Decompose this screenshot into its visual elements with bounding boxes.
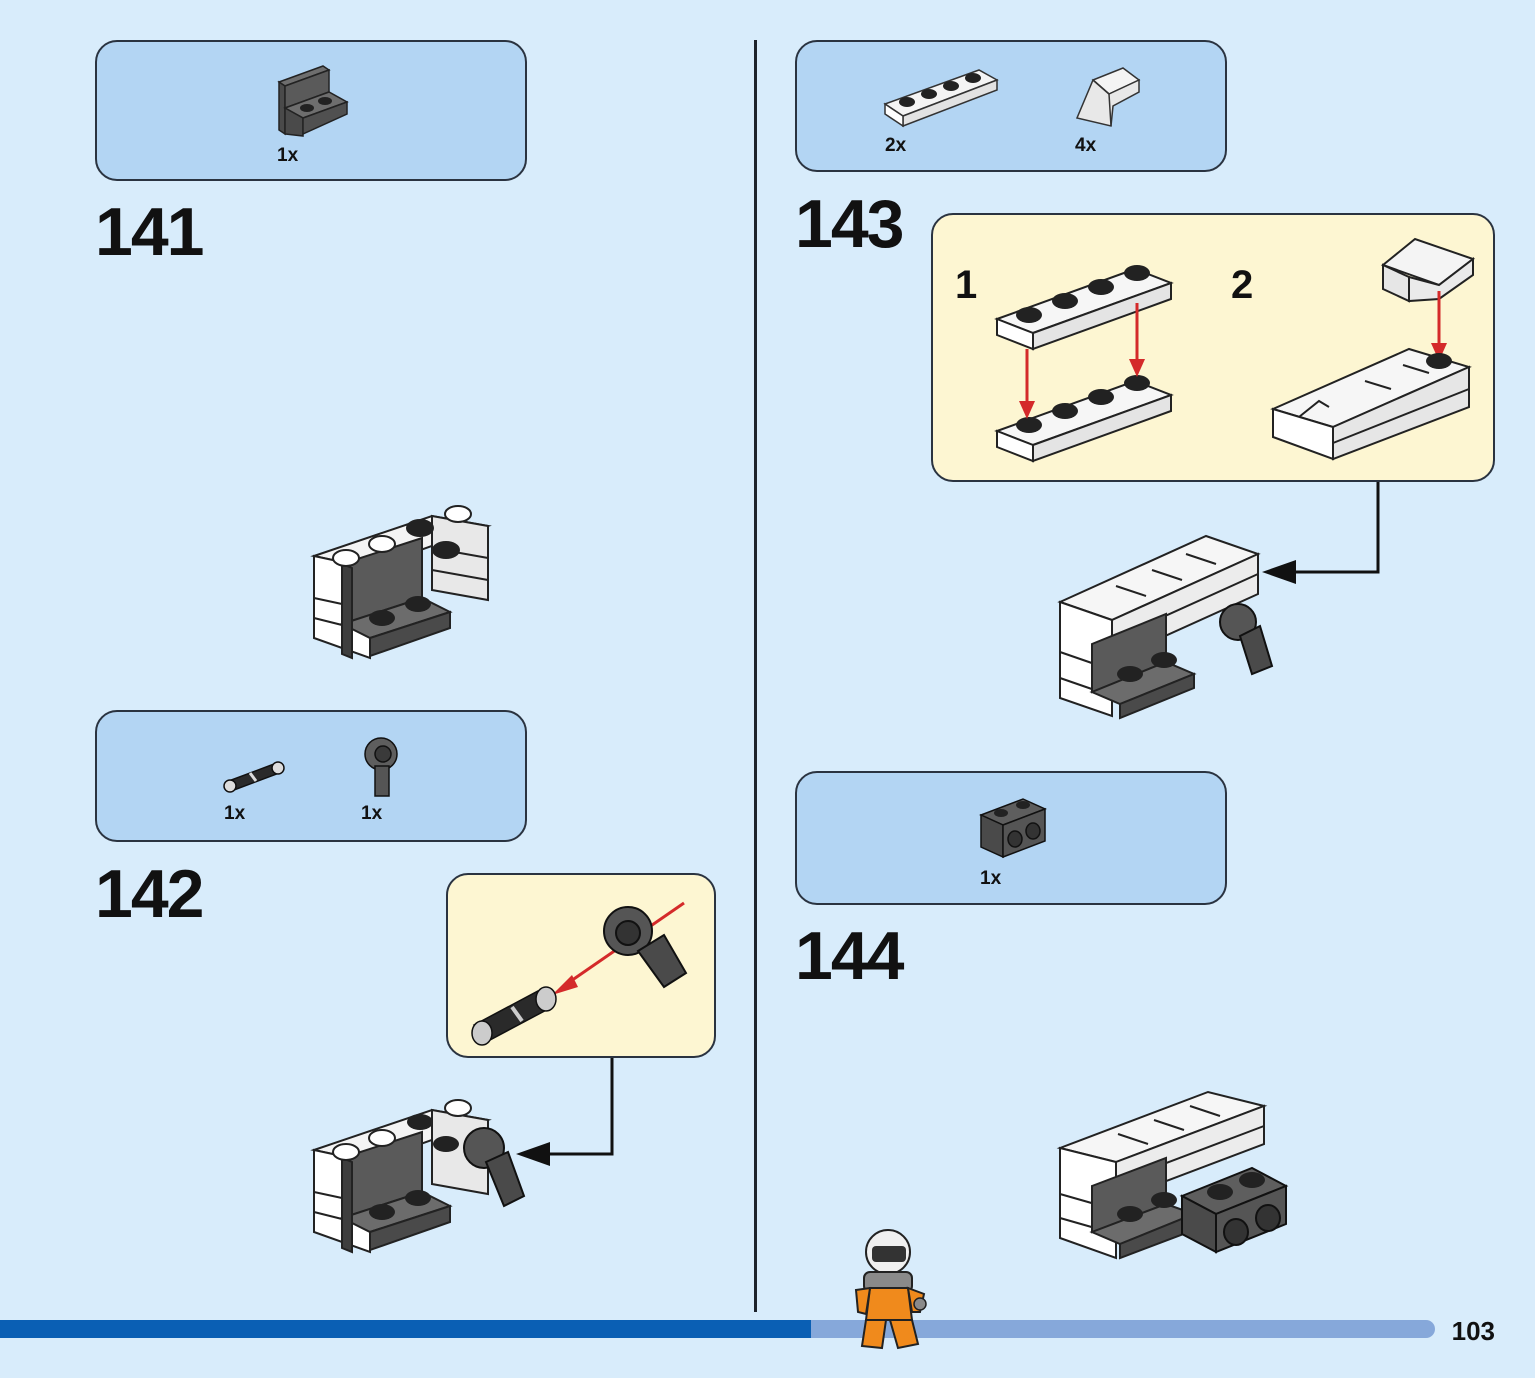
parts-box-143: 2x 4x	[795, 40, 1227, 172]
qty-label: 1x	[361, 803, 383, 824]
substep-2-illustration	[1270, 237, 1476, 461]
step-number-143: 143	[795, 186, 904, 262]
page-number: 103	[1451, 1316, 1495, 1346]
callout-assembly-illustration	[471, 901, 688, 1046]
callout-142	[446, 873, 716, 1058]
substep-number: 2	[1231, 263, 1254, 307]
step-number-144: 144	[795, 918, 904, 994]
parts-box-141: 1x	[95, 40, 527, 181]
qty-label: 1x	[277, 145, 299, 166]
model-step-143	[1057, 534, 1274, 720]
technic-brick-part-icon	[979, 798, 1047, 859]
step-number-142: 142	[95, 856, 204, 932]
column-divider	[754, 40, 757, 1312]
astronaut-minifigure-icon	[854, 1229, 927, 1350]
pin-connector-part-icon	[364, 737, 398, 797]
parts-box-142: 1x 1x	[95, 710, 527, 842]
white-plate-part-icon	[883, 69, 999, 128]
model-step-144	[1056, 1090, 1289, 1260]
substep-1-illustration	[994, 265, 1174, 463]
progress-bar-fill	[0, 1320, 811, 1338]
model-step-141	[310, 505, 492, 660]
model-step-142	[310, 1099, 526, 1254]
callout-leader-arrow	[516, 1058, 614, 1166]
substep-number: 1	[955, 263, 978, 307]
step-number-141: 141	[95, 194, 204, 270]
callout-143: 1 2	[931, 213, 1495, 482]
bracket-part-icon	[277, 65, 349, 137]
parts-box-144: 1x	[795, 771, 1227, 905]
qty-label: 2x	[885, 135, 907, 156]
technic-pin-part-icon	[223, 761, 285, 793]
callout-leader-arrow	[1262, 482, 1380, 584]
qty-label: 1x	[980, 868, 1002, 889]
qty-label: 4x	[1075, 135, 1097, 156]
qty-label: 1x	[224, 803, 246, 824]
white-slope-part-icon	[1075, 67, 1141, 127]
